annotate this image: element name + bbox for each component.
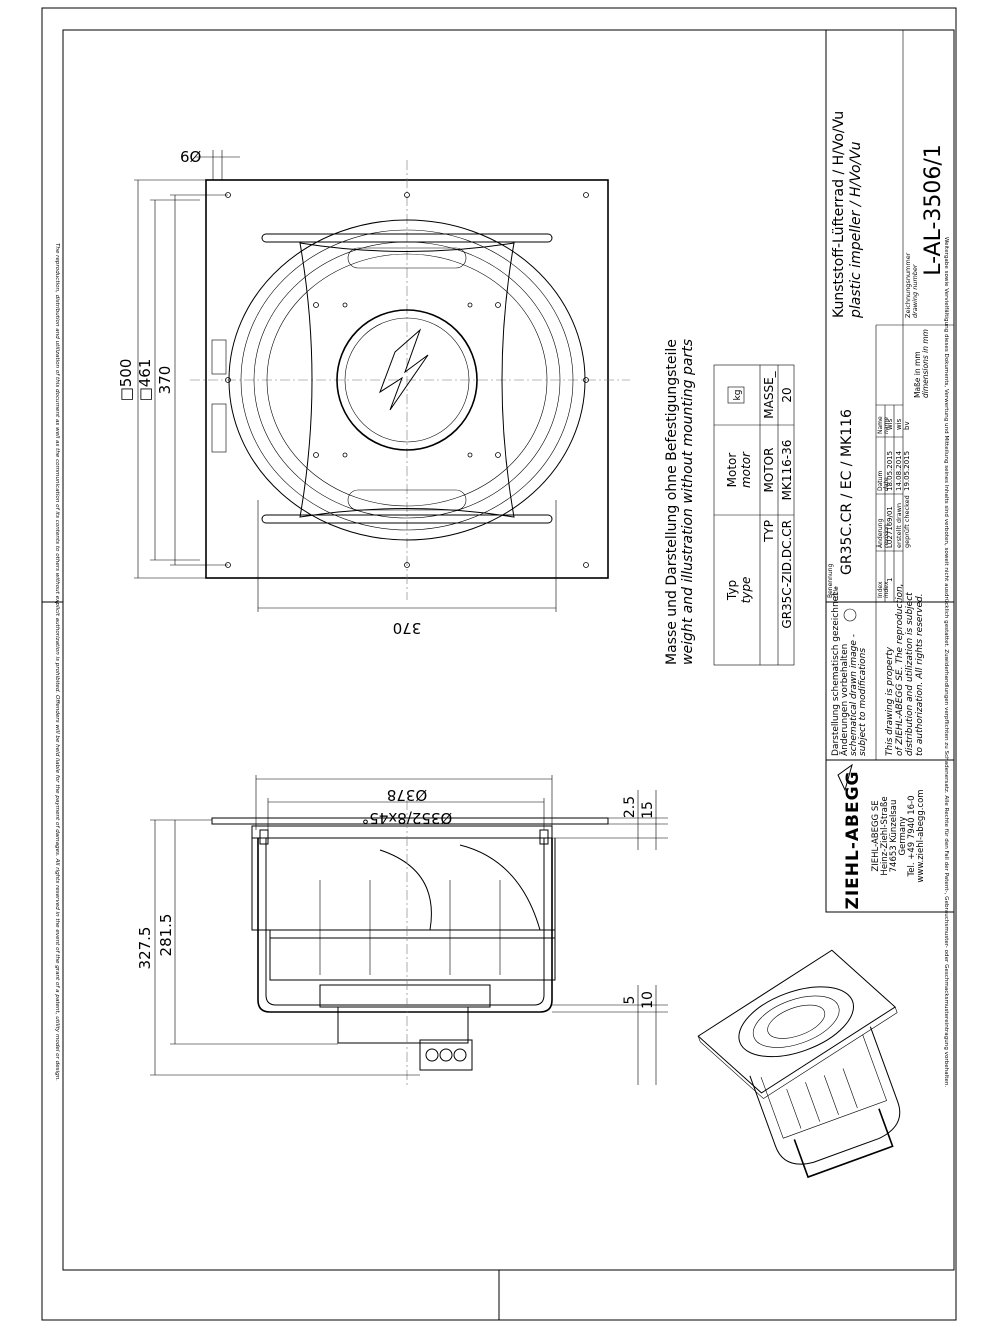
dim-foot-offset: 10 [640, 991, 656, 1009]
schematic-line-1: Darstellung schematisch gezeichnet - [831, 586, 841, 756]
units-de: Maße in mm [913, 351, 922, 398]
weights-heading-de: Masse und Darstellung ohne Befestigungst… [664, 339, 680, 665]
dim-hole-pitch-horizontal: 370 [393, 619, 422, 637]
drawn-name: wis [895, 418, 903, 430]
dim-flange: 15 [640, 801, 656, 819]
cable-gland-2 [439, 1048, 453, 1062]
drawing-number: L-AL-3506/1 [921, 144, 946, 276]
col-type-de: Typ [725, 580, 739, 601]
side-plate [211, 817, 609, 825]
company-line-4: Germany [898, 816, 908, 855]
weight-table: Masse und Darstellung ohne Befestigungst… [664, 339, 795, 666]
rev-name-de: Name [877, 416, 884, 434]
company-line-6: www.ziehl-abegg.com [916, 789, 926, 882]
logo: ZIEHL-ABEGG [843, 770, 863, 909]
col-motor-en: motor [739, 451, 753, 488]
checked-date: 19.05.2015 [903, 451, 911, 491]
drawn-date: 14.08.2014 [895, 450, 903, 491]
dim-plate: 2.5 [622, 796, 638, 818]
rev-date-en: date [883, 477, 890, 491]
drawing-no-label-en: drawing number [911, 263, 919, 318]
row-motor: MK116-36 [780, 440, 794, 501]
row-header-mass: MASSE_ [762, 370, 776, 418]
lightning-icon [379, 328, 429, 411]
dim-dia-outer: Ø378 [387, 786, 427, 804]
drawn-label: erstellt drawn [895, 503, 903, 548]
company-line-2: Heinz-Ziehl-Straße [880, 796, 890, 875]
row-mass: 20 [780, 387, 794, 402]
company-line-3: 74653 Künzelsau [889, 800, 899, 873]
rev-date-de: Datum [877, 471, 884, 491]
cable-gland-1 [425, 1048, 439, 1062]
rev-name-en: name [883, 417, 890, 434]
title-block: ZIEHL-ABEGG ZIEHL-ABEGG SE Heinz-Ziehl-S… [825, 29, 955, 913]
dim-height-body: 281.5 [157, 914, 175, 957]
projection-icon [843, 608, 857, 622]
designation-label-en: title [833, 586, 840, 598]
col-mass-unit: kg [733, 390, 743, 401]
notice-top: The reproduction, distribution and utili… [54, 243, 60, 1081]
row-header-type: TYP [762, 520, 776, 543]
company-line-1: ZIEHL-ABEGG SE [871, 800, 881, 871]
property-line-3: distribution and utilization is subject [905, 592, 915, 756]
property-line-1: This drawing is property [885, 646, 895, 756]
rev-rev-de: Änderung [877, 519, 884, 548]
schematic-line-4: subject to modifications [858, 648, 868, 756]
dim-inner-square: □461 [136, 359, 154, 402]
inner-border [62, 29, 955, 1271]
rev-index-de: Index [877, 581, 884, 598]
schematic-line-2: Änderungen vorbehalten [839, 644, 850, 756]
outer-border [41, 7, 957, 1321]
dim-outer-square: □500 [117, 359, 135, 402]
title-en: plastic impeller / H/Vo/Vu [848, 141, 864, 319]
dim-total-height: 327.5 [136, 927, 154, 970]
terminal-box [419, 1039, 473, 1071]
drawing-no-label-de: Zeichnungsnummer [904, 252, 912, 318]
logo-icon [837, 763, 853, 792]
dim-dia-flange: Ø352/8x45° [362, 809, 453, 827]
checked-name: bv [903, 421, 911, 430]
rev-date: 18.05.2015 [886, 451, 894, 491]
schematic-line-3: schematical drawn image - [849, 634, 859, 756]
motor-hub [336, 309, 478, 451]
top-view: 6Ø □500 □461 370 370 [117, 148, 630, 637]
rev-index-en: index [883, 581, 890, 598]
rev-name: wis [886, 418, 894, 430]
dim-foot: 5 [622, 996, 638, 1005]
rev-number: L027169/01 [886, 506, 894, 548]
weights-heading-en: weight and illustration without mounting… [680, 339, 696, 665]
side-view: Ø378 Ø352/8x45° 2.5 15 327.5 281.5 5 10 [136, 775, 668, 1085]
dim-hole: 6Ø [180, 148, 202, 166]
designation: GR35C.CR / EC / MK116 [839, 409, 855, 575]
property-line-2: of ZIEHL-ABEGG SE. The reproduction, [895, 583, 905, 756]
checked-label: geprüft checked [903, 495, 911, 548]
rev-rev-en: revision [883, 524, 890, 548]
property-line-4: to authorization. All rights reserved. [915, 593, 925, 756]
designation-label-de: Benennung [827, 563, 834, 598]
notice-bottom: Weitergabe sowie Vervielfältigung dieses… [943, 237, 949, 1088]
row-header-motor: MOTOR [762, 448, 776, 493]
col-type-en: type [739, 577, 753, 604]
side-motor [319, 984, 491, 1008]
cable-gland-3 [453, 1048, 467, 1062]
company-line-5: Tel. +49 7940 16-0 [907, 795, 917, 877]
col-motor-de: Motor [725, 453, 739, 488]
title-de: Kunststoff-Lüfterrad / H/Vo/Vu [831, 111, 847, 318]
isometric-view [697, 949, 901, 1179]
dim-hole-pitch-vertical: 370 [156, 366, 174, 395]
weight-icon [727, 386, 745, 404]
rev-index: 1 [886, 578, 894, 582]
row-type: GR35C-ZID.DC.CR [780, 520, 794, 629]
units-en: dimensions in mm [921, 329, 930, 398]
